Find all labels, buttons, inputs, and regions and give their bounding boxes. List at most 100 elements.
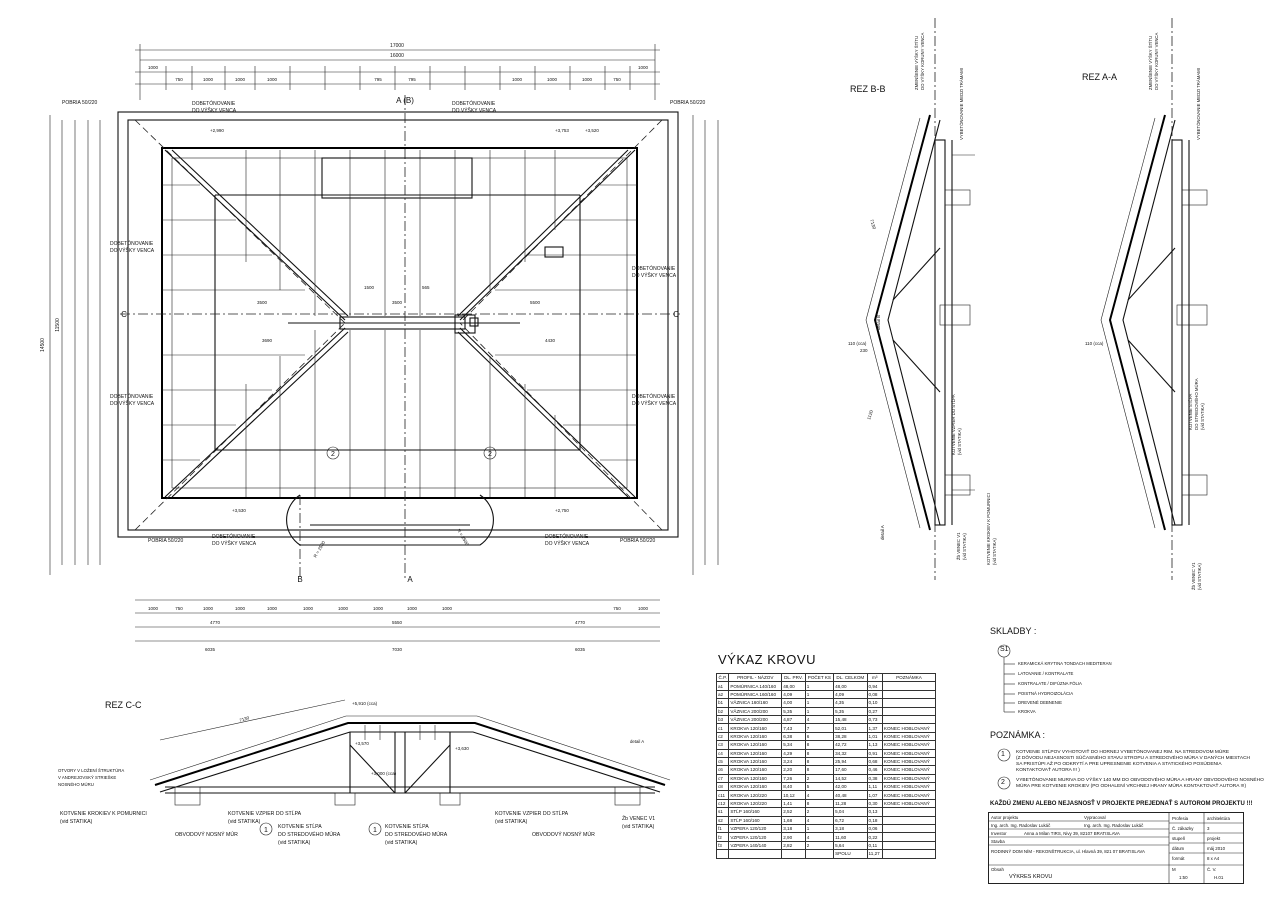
cut-c-right-label: C (673, 310, 679, 319)
title-block-grid (989, 813, 1243, 883)
tb-stupen-label: stupeň (1172, 836, 1186, 841)
poznamka-1-line: (Z DÔVODU NEJASNOSTI SÚČASNÉHO STAVU STR… (1016, 756, 1251, 761)
tb-cv-label: Č. V. (1207, 867, 1217, 872)
tb-cislo: 3 (1207, 826, 1210, 831)
dim-bot-seg: 1000 (442, 606, 453, 611)
dim-bot-seg: 1000 (303, 606, 314, 611)
table-cell: 2 (804, 773, 835, 784)
table-cell (781, 849, 806, 859)
cc-callout-1a: 1 (264, 827, 268, 834)
table-cell: KROKVA 120/160 (728, 773, 783, 784)
table-cell: 0,73 (866, 714, 883, 725)
table-cell: KROKVA 120/160 (728, 756, 783, 767)
bb-note-2: DO VÝŠKY KORUNY VENCA (920, 32, 925, 90)
table-cell: 8 (804, 756, 835, 767)
dobet-right-1: DOBETÓNOVANIE (632, 265, 676, 272)
bb-kotvenie-2: (vid STATIKA) (957, 428, 962, 455)
tb-investor-label: Investor (991, 831, 1007, 836)
cc-kotvstlp-1: KOTVENIE STĹPA (278, 823, 322, 830)
table-cell: f1 (715, 824, 730, 834)
table-cell: KONEC HOBLOVANÝ (881, 782, 937, 792)
callout-2-left: 2 (331, 451, 335, 458)
dim-top-seg: 1000 (547, 77, 558, 82)
bb-kotvkr-2: (vid STATIKA) (992, 538, 997, 565)
table-cell: c8 (715, 782, 730, 792)
tb-stupen: projekt (1207, 836, 1221, 841)
dobet-left-3: DOBETÓNOVANIE (110, 393, 154, 400)
cc-kotvstlp2-3: (vid STATIKA) (385, 840, 418, 846)
table-cell: POMÚRNICA 160/160 (728, 689, 783, 700)
table-cell: KROKVA 120/160 (728, 740, 783, 750)
dim-1120: 1120 (866, 409, 874, 420)
table-cell: 2 (804, 840, 835, 851)
dim-top-seg: 1000 (235, 77, 246, 82)
table-cell: 6,38 (781, 731, 806, 742)
table-cell: 1,68 (781, 815, 806, 826)
table-cell: b1 (715, 698, 730, 708)
table-cell: 1,41 (781, 798, 806, 809)
table-cell: 40,48 (833, 790, 868, 800)
table-cell: c11 (715, 790, 730, 800)
level-b: +3,753 (555, 128, 569, 133)
table-cell: 6,72 (833, 815, 868, 826)
table-cell: 0,68 (866, 756, 883, 767)
dobet-top-r2: DO VÝŠKY VENCA (452, 107, 497, 114)
table-cell: 7,43 (781, 723, 806, 733)
pobria-tr: POBRIA 50/220 (670, 100, 706, 106)
table-cell: 4,09 (833, 689, 868, 700)
table-cell: KROKVA 120/160 (728, 748, 783, 758)
cc-level-top: +5,910 (cca) (352, 701, 378, 706)
table-cell: 4 (804, 832, 835, 842)
dim-left-second: 11500 (55, 318, 61, 332)
level-c: +3,520 (585, 128, 599, 133)
table-cell: 0,94 (866, 681, 883, 691)
rez-aa-title: REZ A-A (1082, 72, 1117, 82)
dobet-bottom-1: DOBETÓNOVANIE (212, 533, 256, 540)
skladby-layer: KERAMICKÁ KRYTINA TONDACH MEDITERAN (1018, 661, 1112, 666)
dobet-left-2: DO VÝŠKY VENCA (110, 247, 155, 254)
dim-top-seg: 1000 (267, 77, 278, 82)
pobria-bl: POBRIA 50/220 (148, 538, 184, 544)
table-cell: VZPERA 120/120 (728, 832, 783, 842)
table-cell: 15,48 (833, 714, 868, 725)
poznamka-2-line: MÚRA PRE KOTVENIE KROKIEV (PO ODHALENÍ V… (1016, 784, 1247, 789)
level-a: +2,990 (210, 128, 224, 133)
table-cell: 48,00 (781, 681, 806, 691)
table-cell: KONEC HOBLOVANÝ (881, 731, 937, 742)
level-d: +3,530 (232, 508, 246, 513)
cc-callout-1b: 1 (373, 827, 377, 834)
pobria-br: POBRIA 50/220 (620, 538, 656, 544)
table-cell: 11,60 (833, 832, 868, 842)
dim-bot-total: 7030 (392, 647, 403, 652)
dim-inner: 4430 (545, 338, 556, 343)
poznamka-title: POZNÁMKA : (990, 730, 1046, 740)
table-cell: 14,52 (833, 773, 868, 784)
vykaz-header-row: Č.P. PROFIL - NÁZOV DL. PRV. POČET KS DL… (715, 672, 937, 683)
detail-a-label: detail A (880, 525, 885, 540)
table-cell (881, 840, 937, 851)
skladby-layer: KROKVA (1018, 709, 1036, 714)
dim-bot-seg: 1000 (267, 606, 278, 611)
tb-datum-label: dátum (1172, 846, 1185, 851)
aa-note-3: VYBETÓNOVANIE MEDZI TRÁMAMI (1196, 68, 1201, 140)
dim-bot-total: 6035 (575, 647, 586, 652)
rez-cc-title: REZ C-C (105, 700, 142, 710)
dobet-top-r1: DOBETÓNOVANIE (452, 100, 496, 107)
table-cell: 0,22 (866, 832, 883, 842)
table-cell: s2 (715, 815, 730, 826)
dim-top-seg: 1000 (638, 65, 649, 70)
cc-kotvkr-1: KOTVENIE KROKIEV K POMURNICI (60, 811, 147, 817)
cc-otvory-3: NOSNÉHO MÚRU (58, 782, 94, 787)
cc-venec-2: (vid STATIKA) (622, 824, 655, 830)
dim-inner: 5500 (530, 300, 541, 305)
table-cell: 1 (804, 698, 835, 708)
cut-a-label: A (407, 575, 413, 584)
table-cell (804, 849, 835, 859)
table-cell: KROKVA 120/220 (728, 790, 783, 800)
table-cell: KROKVA 120/160 (728, 731, 783, 742)
